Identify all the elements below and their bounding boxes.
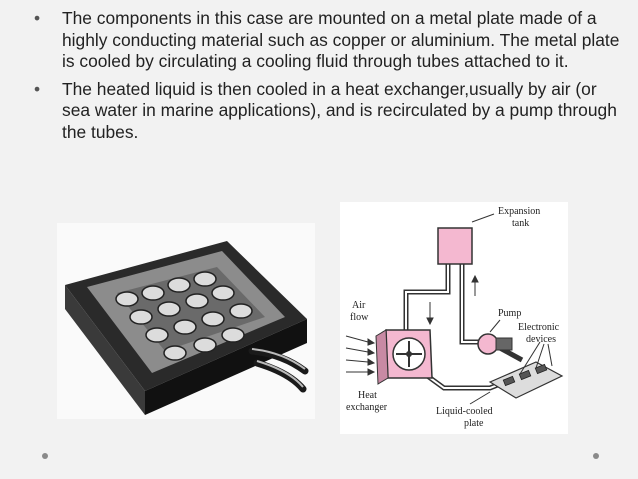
label-liquid-cooled-plate-1: Liquid-cooled (436, 406, 493, 417)
label-heat-exchanger-2: exchanger (346, 402, 388, 413)
bullet-item-2: • The heated liquid is then cooled in a … (34, 79, 622, 144)
bullet-icon: • (34, 8, 41, 28)
label-heat-exchanger-1: Heat (358, 390, 377, 401)
decorative-dot-right (593, 453, 599, 459)
label-air-flow-2: flow (350, 312, 369, 323)
bullet-icon: • (34, 78, 41, 99)
label-electronic-devices-2: devices (526, 334, 556, 345)
label-air-flow-1: Air (352, 300, 366, 311)
cold-plate-photo (57, 223, 315, 419)
bullet-text-1: The components in this case are mounted … (62, 8, 620, 71)
bullet-item-1: • The components in this case are mounte… (34, 8, 622, 73)
label-pump: Pump (498, 308, 521, 319)
bullet-text-2: The heated liquid is then cooled in a he… (62, 78, 617, 142)
decorative-dot-left (42, 453, 48, 459)
label-expansion-tank-1: Expansion (498, 206, 540, 217)
label-electronic-devices-1: Electronic (518, 322, 560, 333)
label-expansion-tank-2: tank (512, 218, 529, 229)
cooling-loop-diagram: Expansion tank Air flow Pump (340, 202, 568, 434)
bullet-list: • The components in this case are mounte… (34, 8, 622, 149)
label-liquid-cooled-plate-2: plate (464, 418, 484, 429)
